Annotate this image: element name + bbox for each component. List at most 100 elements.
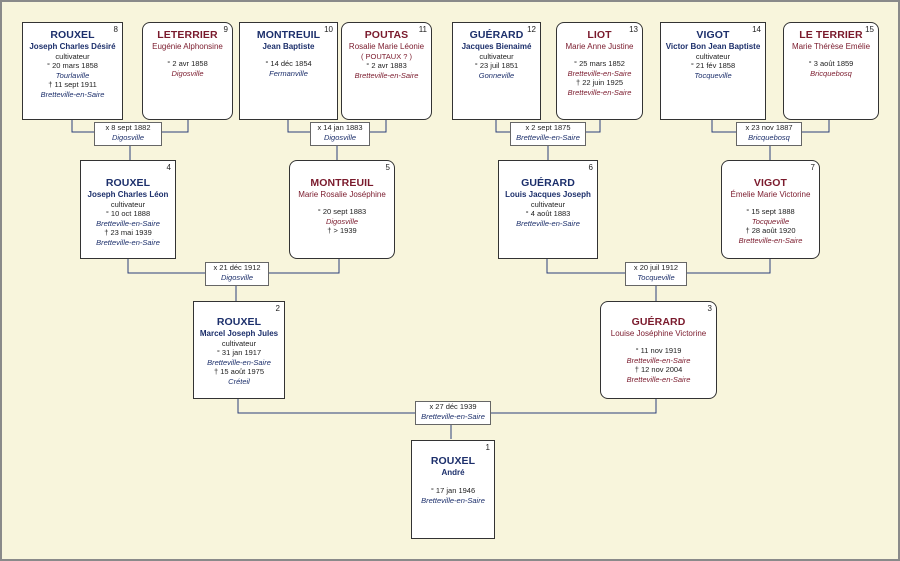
sosa-number: 13 (629, 25, 638, 34)
death-place: Créteil (228, 376, 250, 386)
given-names: Louise Joséphine Victorine (610, 329, 707, 338)
marriage-place: Digosville (323, 133, 357, 142)
marriage-box-14-15: x 23 nov 1887 Bricquebosq (736, 122, 802, 146)
marriage-date: x 27 déc 1939 (429, 402, 477, 411)
surname: VIGOT (696, 29, 730, 41)
birth-date: ° 23 juil 1851 (474, 61, 519, 70)
marriage-box-4-5: x 21 déc 1912 Digosville (205, 262, 269, 286)
birth-place: Bretteville-en-Saire (421, 495, 485, 505)
given-names: Marie Rosalie Joséphine (298, 190, 386, 199)
given-names: Victor Bon Jean Baptiste (665, 42, 761, 51)
sosa-number: 9 (223, 25, 228, 34)
birth-place: Fermanville (269, 68, 308, 78)
surname: ROUXEL (216, 316, 262, 328)
person-card-8[interactable]: 8 ROUXEL Joseph Charles Désiré cultivate… (22, 22, 123, 120)
marriage-date: x 2 sept 1875 (525, 123, 571, 132)
occupation: cultivateur (530, 200, 566, 209)
death-place: Bretteville-en-Saire (96, 237, 160, 247)
marriage-box-8-9: x 8 sept 1882 Digosville (94, 122, 162, 146)
occupation: cultivateur (221, 339, 257, 348)
death-date: † > 1939 (327, 226, 357, 235)
person-card-11[interactable]: 11 POUTAS Rosalie Marie Léonie ( POUTAUX… (341, 22, 432, 120)
surname: LE TERRIER (799, 29, 863, 41)
given-names: Marcel Joseph Jules (199, 329, 279, 338)
surname: ROUXEL (430, 455, 476, 467)
given-names: Émelie Marie Victorine (730, 190, 811, 199)
marriage-date: x 14 jan 1883 (317, 123, 363, 132)
sosa-number: 14 (752, 25, 761, 34)
marriage-place: Digosville (111, 133, 145, 142)
death-date: † 23 mai 1939 (104, 228, 152, 237)
marriage-box-6-7: x 20 juil 1912 Tocqueville (625, 262, 687, 286)
person-card-14[interactable]: 14 VIGOT Victor Bon Jean Baptiste cultiv… (660, 22, 766, 120)
given-names: Marie Anne Justine (565, 42, 634, 51)
sosa-number: 7 (810, 163, 815, 172)
given-names: André (441, 468, 465, 477)
person-card-12[interactable]: 12 GUÉRARD Jacques Bienaimé cultivateur … (452, 22, 541, 120)
marriage-place: Bretteville-en-Saire (516, 133, 580, 142)
birth-place: Tocqueville (694, 70, 732, 80)
person-card-2[interactable]: 2 ROUXEL Marcel Joseph Jules cultivateur… (193, 301, 285, 399)
given-names: Louis Jacques Joseph (505, 190, 591, 199)
birth-date: ° 25 mars 1852 (574, 59, 625, 68)
sosa-number: 2 (275, 304, 280, 313)
surname: GUÉRARD (631, 316, 686, 328)
person-card-1[interactable]: 1 ROUXEL André ° 17 jan 1946 Bretteville… (411, 440, 495, 539)
given-names: Jacques Bienaimé (461, 42, 532, 51)
birth-date: ° 10 oct 1888 (105, 209, 151, 218)
given-names: Eugénie Alphonsine (152, 42, 223, 51)
sosa-number: 8 (113, 25, 118, 34)
birth-date: ° 2 avr 1883 (366, 61, 407, 70)
sosa-number: 3 (707, 304, 712, 313)
birth-date: ° 4 août 1883 (525, 209, 571, 218)
birth-date: ° 20 mars 1858 (47, 61, 98, 70)
marriage-date: x 8 sept 1882 (105, 123, 151, 132)
birth-date: ° 17 jan 1946 (430, 486, 476, 495)
death-place: Bretteville-en-Saire (40, 89, 105, 99)
person-card-4[interactable]: 4 ROUXEL Joseph Charles Léon cultivateur… (80, 160, 176, 259)
person-card-3[interactable]: 3 GUÉRARD Louise Joséphine Victorine ° 1… (600, 301, 717, 399)
birth-date: ° 11 nov 1919 (635, 346, 682, 355)
death-date: † 28 août 1920 (745, 226, 796, 235)
name-variant-note: ( POUTAUX ? ) (360, 52, 413, 61)
occupation: cultivateur (695, 52, 731, 61)
birth-date: ° 20 sept 1883 (317, 207, 367, 216)
birth-date: ° 31 jan 1917 (216, 348, 262, 357)
sosa-number: 15 (865, 25, 874, 34)
surname: MONTREUIL (310, 177, 374, 189)
sosa-number: 4 (166, 163, 171, 172)
birth-place: Bretteville-en-Saire (516, 218, 580, 228)
marriage-box-10-11: x 14 jan 1883 Digosville (310, 122, 370, 146)
death-date: † 12 nov 2004 (634, 365, 683, 374)
surname: VIGOT (753, 177, 788, 189)
occupation: cultivateur (479, 52, 514, 61)
person-card-15[interactable]: 15 LE TERRIER Marie Thérèse Emélie ° 3 a… (783, 22, 879, 120)
marriage-place: Bretteville-en-Saire (421, 412, 485, 421)
death-place: Bretteville-en-Saire (738, 235, 803, 245)
sosa-number: 5 (385, 163, 390, 172)
birth-place: Bretteville-en-Saire (207, 357, 271, 367)
given-names: Rosalie Marie Léonie (348, 42, 425, 51)
surname: LIOT (587, 29, 612, 41)
person-card-6[interactable]: 6 GUÉRARD Louis Jacques Joseph cultivate… (498, 160, 598, 259)
given-names: Joseph Charles Léon (87, 190, 169, 199)
person-card-9[interactable]: 9 LETERRIER Eugénie Alphonsine ° 2 avr 1… (142, 22, 233, 120)
person-card-13[interactable]: 13 LIOT Marie Anne Justine ° 25 mars 185… (556, 22, 643, 120)
surname: MONTREUIL (256, 29, 321, 41)
marriage-place: Tocqueville (637, 273, 675, 282)
person-card-7[interactable]: 7 VIGOT Émelie Marie Victorine ° 15 sept… (721, 160, 820, 259)
death-date: † 11 sept 1911 (48, 80, 97, 89)
surname: ROUXEL (50, 29, 95, 41)
birth-date: ° 2 avr 1858 (167, 59, 208, 68)
surname: GUÉRARD (469, 29, 524, 41)
death-date: † 22 juin 1925 (575, 78, 624, 87)
birth-place: Bretteville-en-Saire (354, 70, 419, 80)
sosa-number: 12 (527, 25, 536, 34)
given-names: Marie Thérèse Emélie (791, 42, 871, 51)
birth-date: ° 3 août 1859 (808, 59, 854, 68)
birth-place: Digosville (325, 216, 359, 226)
person-card-5[interactable]: 5 MONTREUIL Marie Rosalie Joséphine ° 20… (289, 160, 395, 259)
sosa-number: 6 (588, 163, 593, 172)
birth-place: Bretteville-en-Saire (567, 68, 632, 78)
person-card-10[interactable]: 10 MONTREUIL Jean Baptiste ° 14 déc 1854… (239, 22, 338, 120)
